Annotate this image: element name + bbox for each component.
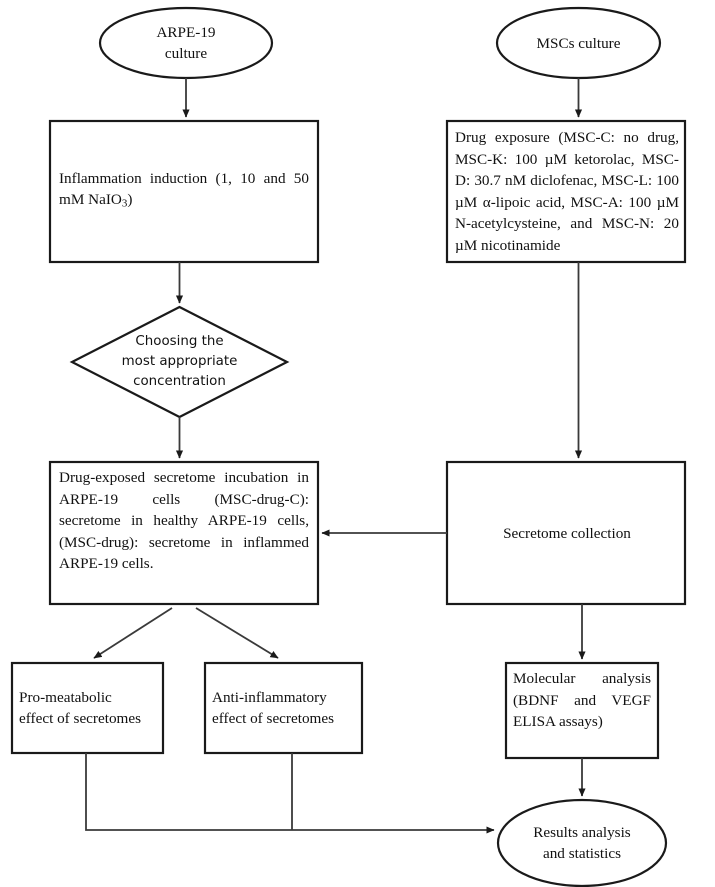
label-choosing-concentration-line1: Choosing the [135,334,224,349]
label-molecular-analysis: Molecular analysis (BDNF and VEGF ELISA … [513,668,651,756]
label-naio3-subscript: 3 [121,197,128,210]
label-choosing-concentration: Choosing the most appropriate concentrat… [88,322,271,402]
label-results-analysis-line2: and statistics [542,845,622,862]
label-anti-inflammatory-line2: effect of secretomes [212,710,334,727]
label-secretome-collection-text: Secretome collection [503,524,631,542]
label-arpe-culture: ARPE-19 culture [110,12,262,74]
label-pro-metabolic-line1: Pro-meatabolic [19,688,112,706]
shape-inflammation-induction [48,119,320,264]
label-mscs-culture-line1: MSCs culture [536,34,621,52]
shape-secretome-incubation [48,460,320,606]
label-inflammation-induction-tail: ) [127,191,133,209]
label-mscs-culture: MSCs culture [505,12,652,74]
label-anti-inflammatory-line1: Anti-inflammatory [212,688,327,706]
label-results-analysis-line1: Results analysis [533,824,631,841]
label-choosing-concentration-line2: most appropriate [121,354,238,369]
label-pro-metabolic: Pro-meatabolic effect of secretomes [19,666,159,750]
label-results-analysis: Results analysis and statistics [506,812,658,874]
label-pro-metabolic-line2: effect of secretomes [19,710,141,727]
shape-anti-inflammatory [203,661,364,755]
label-arpe-culture-line1: ARPE-19 [156,24,216,41]
label-secretome-collection: Secretome collection [455,465,679,601]
label-secretome-incubation-text: Drug-exposed secretome incubation in ARP… [59,469,309,572]
label-secretome-incubation: Drug-exposed secretome incubation in ARP… [59,467,309,600]
label-drug-exposure: Drug exposure (MSC-C: no drug, MSC-K: 10… [455,127,679,259]
shape-secretome-collection [445,460,687,606]
shape-drug-exposure [445,119,687,264]
label-anti-inflammatory: Anti-inflammatory effect of secretomes [212,666,358,750]
label-arpe-culture-line2: culture [164,45,208,62]
connector-pro-metabolic-to-results [85,753,495,834]
label-choosing-concentration-line3: concentration [133,374,226,389]
shape-results-analysis [496,798,668,887]
label-inflammation-induction: Inflammation induction (1, 10 and 50 mM … [59,124,309,259]
shape-pro-metabolic [10,661,165,755]
label-drug-exposure-text: Drug exposure (MSC-C: no drug, MSC-K: 10… [455,129,679,254]
connector-incubation-to-anti-inflammatory [195,607,279,659]
label-molecular-analysis-text: Molecular analysis (BDNF and VEGF ELISA … [513,670,651,730]
connector-incubation-to-pro-metabolic [93,607,173,659]
label-inflammation-induction-main: Inflammation induction (1, 10 and 50 mM … [59,169,309,209]
